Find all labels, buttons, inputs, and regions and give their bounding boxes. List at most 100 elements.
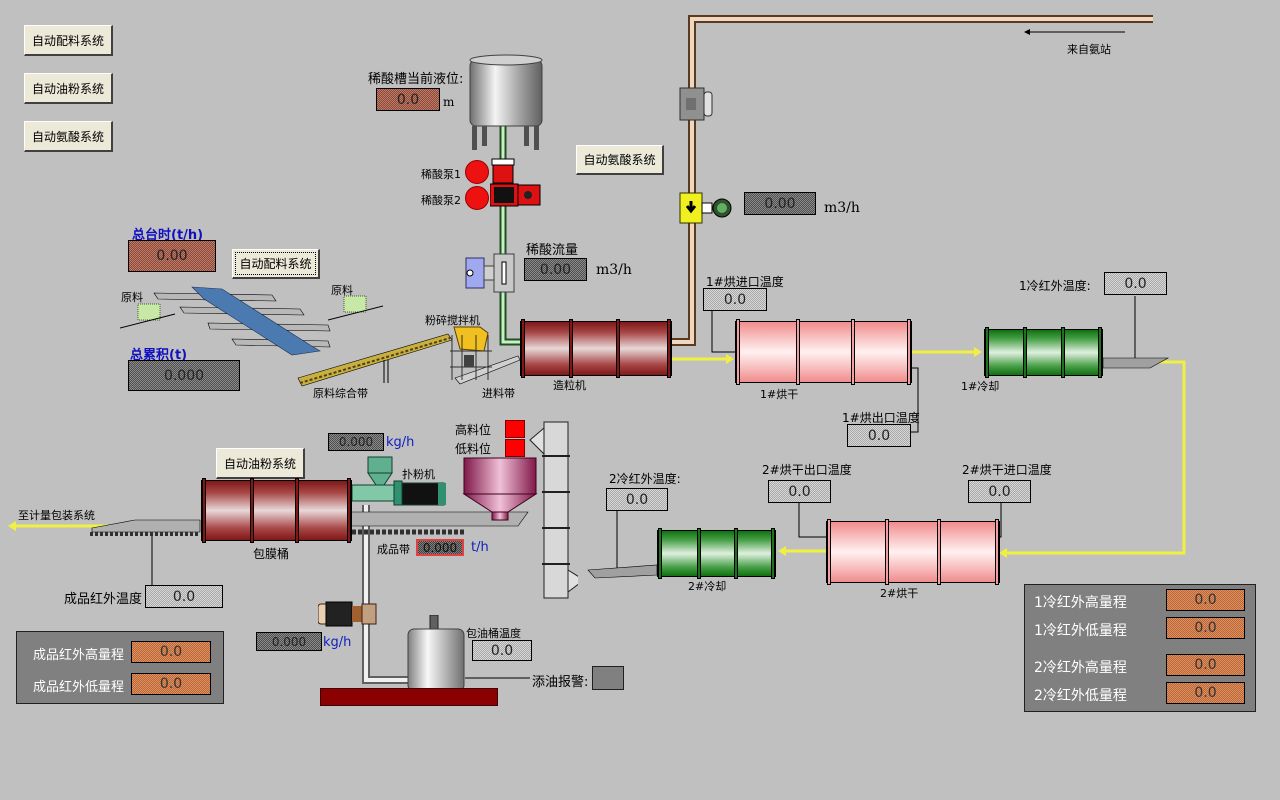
product-ir-high-range-value[interactable]: 0.0 xyxy=(131,641,211,663)
oil-powder-system-button-center[interactable]: 自动油粉系统 xyxy=(216,448,305,479)
coating-drum[interactable] xyxy=(201,478,352,543)
crusher-mixer-icon xyxy=(450,326,492,380)
acid-pump-2-status-indicator xyxy=(465,186,489,210)
raw-material-1-pile-icon xyxy=(120,303,176,329)
cooler1-ir-temp-value: 0.0 xyxy=(1104,272,1167,295)
granulator-label: 造粒机 xyxy=(553,379,586,392)
powder-rate-unit: kg/h xyxy=(386,435,415,450)
acid-tank-level-label: 稀酸槽当前液位: xyxy=(368,72,464,87)
total-rate-value: 0.00 xyxy=(128,240,216,272)
cooler-ir-range-panel: 1冷红外高量程 0.0 1冷红外低量程 0.0 2冷红外高量程 0.0 2冷红外… xyxy=(1024,584,1256,712)
oil-tank-icon xyxy=(407,615,465,691)
feed-belt-label: 进料带 xyxy=(482,387,515,400)
ammonia-valve-icon[interactable] xyxy=(678,86,714,122)
oil-add-alarm-indicator xyxy=(592,666,624,690)
product-belt-value: 0.000 xyxy=(416,539,464,556)
dryer2-inlet-temp-label: 2#烘干进口温度 xyxy=(962,463,1052,477)
dryer1-drum[interactable] xyxy=(735,319,912,385)
acid-tank-level-value: 0.0 xyxy=(376,88,440,111)
coating-drum-label: 包膜桶 xyxy=(253,547,290,561)
raw-material-belt-label: 原料综合带 xyxy=(313,387,368,400)
cooler1-ir-high-range-label: 1冷红外高量程 xyxy=(1034,595,1127,611)
bucket-elevator-icon xyxy=(529,421,578,599)
dryer1-outlet-temp-value: 0.0 xyxy=(847,424,911,447)
acid-pump-2-label: 稀酸泵2 xyxy=(421,194,461,207)
cooler2-ir-high-range-label: 2冷红外高量程 xyxy=(1034,660,1127,676)
powder-hopper-icon xyxy=(462,457,538,521)
dryer1-inlet-temp-label: 1#烘进口温度 xyxy=(706,275,784,289)
low-level-indicator xyxy=(505,439,525,457)
total-accum-value: 0.000 xyxy=(128,360,240,391)
oil-powder-system-button-center-label: 自动油粉系统 xyxy=(223,456,296,471)
dryer2-inlet-temp-value: 0.0 xyxy=(968,480,1031,503)
acid-pump-1-label: 稀酸泵1 xyxy=(421,168,461,181)
cooler1-ir-low-range-value[interactable]: 0.0 xyxy=(1166,617,1245,639)
acid-flow-unit: m3/h xyxy=(596,262,632,278)
ammonia-flow-unit: m3/h xyxy=(824,200,860,216)
total-rate-label: 总台时(t/h) xyxy=(132,228,204,243)
product-ir-low-range-label: 成品红外低量程 xyxy=(33,680,125,695)
product-belt-unit: t/h xyxy=(471,540,489,555)
cooler2-ir-high-range-value[interactable]: 0.0 xyxy=(1166,654,1245,676)
high-level-indicator xyxy=(505,420,525,438)
ammonia-flow-value: 0.00 xyxy=(744,192,816,215)
product-ir-temp-label: 成品红外温度 xyxy=(64,592,143,607)
product-ir-low-range-value[interactable]: 0.0 xyxy=(131,673,211,695)
acid-tank-icon xyxy=(469,54,543,150)
oil-pump-icon[interactable] xyxy=(318,600,380,630)
ammonia-acid-system-button-center[interactable]: 自动氨酸系统 xyxy=(576,145,664,175)
dryer2-outlet-temp-value: 0.0 xyxy=(768,480,831,503)
oil-tank-base xyxy=(320,688,498,706)
cooler2-drum[interactable] xyxy=(657,528,776,579)
high-level-label: 高料位 xyxy=(455,423,492,437)
cooler1-label: 1#冷却 xyxy=(961,380,1000,393)
cooler2-ir-low-range-value[interactable]: 0.0 xyxy=(1166,682,1245,704)
dryer2-drum[interactable] xyxy=(826,519,1000,585)
to-packaging-label: 至计量包装系统 xyxy=(18,509,95,522)
raw-material-2-pile-icon xyxy=(328,295,384,321)
acid-pump-icon[interactable] xyxy=(490,157,544,209)
oil-powder-system-button[interactable]: 自动油粉系统 xyxy=(24,73,113,104)
granulator-drum[interactable] xyxy=(520,319,672,378)
batching-system-button-center-label: 自动配料系统 xyxy=(235,252,316,275)
oil-rate-unit: kg/h xyxy=(323,635,352,650)
powder-machine-icon[interactable] xyxy=(352,455,448,511)
raw-material-2-label: 原料 xyxy=(331,284,353,297)
product-ir-high-range-label: 成品红外高量程 xyxy=(33,648,125,663)
acid-pump-1-status-indicator xyxy=(465,160,489,184)
low-level-label: 低料位 xyxy=(455,442,492,456)
acid-flowmeter-icon xyxy=(465,253,515,293)
acid-flow-value: 0.00 xyxy=(524,258,587,281)
product-belt-label: 成品带 xyxy=(377,543,410,556)
oil-powder-system-button-label: 自动油粉系统 xyxy=(31,81,104,96)
powder-machine-label: 扑粉机 xyxy=(402,468,435,481)
cooler1-drum[interactable] xyxy=(984,327,1103,378)
total-accum-label: 总累积(t) xyxy=(130,348,188,363)
ammonia-source-label: 来自氨站 xyxy=(1067,43,1111,56)
batching-feeders-icon xyxy=(153,286,331,356)
batching-system-button-label: 自动配料系统 xyxy=(31,33,104,48)
product-ir-range-panel: 成品红外高量程 0.0 成品红外低量程 0.0 xyxy=(16,631,224,704)
oil-rate-value: 0.000 xyxy=(256,632,322,651)
cooler1-ir-temp-label: 1冷红外温度: xyxy=(1019,279,1091,293)
batching-system-button[interactable]: 自动配料系统 xyxy=(24,25,113,56)
oil-tank-temp-value: 0.0 xyxy=(472,640,532,661)
ammonia-flowmeter-icon xyxy=(679,192,732,224)
cooler2-ir-temp-label: 2冷红外温度: xyxy=(609,472,681,486)
raw-material-1-label: 原料 xyxy=(121,291,143,304)
ammonia-acid-system-button[interactable]: 自动氨酸系统 xyxy=(24,121,113,152)
cooler2-label: 2#冷却 xyxy=(688,580,727,593)
dryer1-label: 1#烘干 xyxy=(760,388,799,401)
ammonia-acid-system-button-center-label: 自动氨酸系统 xyxy=(583,153,656,167)
cooler2-ir-low-range-label: 2冷红外低量程 xyxy=(1034,688,1127,704)
acid-tank-level-unit: m xyxy=(443,95,455,109)
powder-rate-value: 0.000 xyxy=(328,433,384,451)
cooler1-ir-low-range-label: 1冷红外低量程 xyxy=(1034,623,1127,639)
dryer1-outlet-temp-label: 1#烘出口温度 xyxy=(842,411,920,425)
cooler1-ir-high-range-value[interactable]: 0.0 xyxy=(1166,589,1245,611)
oil-tank-temp-label: 包油桶温度 xyxy=(466,627,521,640)
crusher-mixer-label: 粉碎搅拌机 xyxy=(425,314,480,327)
cooler2-ir-temp-value: 0.0 xyxy=(606,488,668,511)
batching-system-button-center[interactable]: 自动配料系统 xyxy=(232,249,320,279)
ammonia-acid-system-button-label: 自动氨酸系统 xyxy=(31,129,104,144)
